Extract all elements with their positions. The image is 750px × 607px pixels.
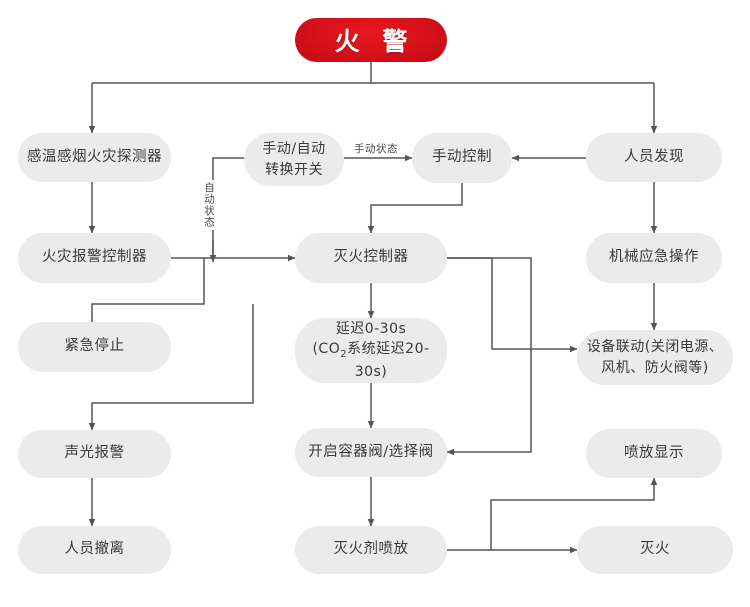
edge-label-manual-state-text: 手动状态 — [354, 143, 398, 155]
node-sound-light-alarm[interactable]: 声光报警 — [18, 430, 171, 478]
node-open-valve[interactable]: 开启容器阀/选择阀 — [295, 428, 447, 477]
node-emergency-stop-label: 紧急停止 — [64, 338, 125, 355]
wire-extctrl-to-linkage — [447, 257, 578, 353]
edge-label-auto-state-text: 自动状态 — [203, 182, 216, 228]
node-spray-display-label: 喷放显示 — [624, 444, 684, 461]
node-delay-line2-post: 系统延迟20-30s) — [347, 340, 430, 381]
node-delay[interactable]: 延迟0-30s (CO2系统延迟20-30s) — [295, 318, 447, 383]
node-fire-alarm-title: 火 警 — [295, 18, 447, 62]
node-delay-line1: 延迟0-30s — [335, 320, 407, 337]
node-equipment-linkage[interactable]: 设备联动(关闭电源、 风机、防火阀等) — [577, 330, 733, 385]
node-mechanical-emergency[interactable]: 机械应急操作 — [586, 233, 722, 283]
node-fire-extinguished-label: 灭火 — [640, 541, 670, 558]
node-fire-extinguished[interactable]: 灭火 — [577, 526, 733, 574]
node-delay-line2-sub: 2 — [340, 348, 348, 360]
node-detector[interactable]: 感温感烟火灾探测器 — [18, 133, 171, 182]
edge-label-manual-state: 手动状态 — [352, 141, 400, 156]
node-fire-alarm-controller[interactable]: 火灾报警控制器 — [18, 233, 171, 283]
node-agent-release-label: 灭火剂喷放 — [333, 541, 409, 558]
node-extinguish-controller[interactable]: 灭火控制器 — [295, 233, 447, 283]
edge-label-auto-state: 自动状态 — [203, 180, 216, 230]
wire-manual-to-extctrl — [367, 183, 463, 234]
node-agent-release[interactable]: 灭火剂喷放 — [295, 526, 447, 574]
node-sound-light-alarm-label: 声光报警 — [64, 445, 125, 462]
node-manual-auto-switch[interactable]: 手动/自动 转换开关 — [244, 133, 344, 186]
node-fire-alarm-title-label: 火 警 — [334, 27, 415, 56]
wire-fac-to-estop — [91, 258, 205, 322]
node-person-found-label: 人员发现 — [624, 148, 684, 165]
node-manual-control-label: 手动控制 — [432, 149, 492, 166]
node-manual-control[interactable]: 手动控制 — [412, 133, 512, 183]
node-spray-display[interactable]: 喷放显示 — [586, 429, 722, 478]
node-person-found[interactable]: 人员发现 — [586, 133, 722, 182]
node-personnel-evacuation[interactable]: 人员撤离 — [18, 526, 171, 574]
node-emergency-stop[interactable]: 紧急停止 — [18, 322, 171, 372]
node-extinguish-controller-label: 灭火控制器 — [333, 249, 409, 266]
node-detector-label: 感温感烟火灾探测器 — [27, 148, 162, 165]
node-delay-line2: (CO2系统延迟20-30s) — [301, 339, 441, 383]
node-open-valve-label: 开启容器阀/选择阀 — [308, 443, 434, 460]
node-personnel-evacuation-label: 人员撤离 — [64, 541, 125, 558]
node-manual-auto-switch-label: 手动/自动 转换开关 — [262, 141, 326, 178]
wire-extctrl-to-valve — [446, 257, 532, 456]
node-delay-line2-pre: (CO — [312, 340, 341, 357]
wire-switch-auto-state — [212, 157, 244, 258]
node-fire-alarm-controller-label: 火灾报警控制器 — [42, 249, 147, 266]
node-mechanical-emergency-label: 机械应急操作 — [609, 249, 699, 266]
node-equipment-linkage-label: 设备联动(关闭电源、 风机、防火阀等) — [586, 339, 724, 376]
wire-release-to-spraydisplay — [490, 477, 658, 550]
wire-estop-to-soundlight — [88, 304, 254, 431]
